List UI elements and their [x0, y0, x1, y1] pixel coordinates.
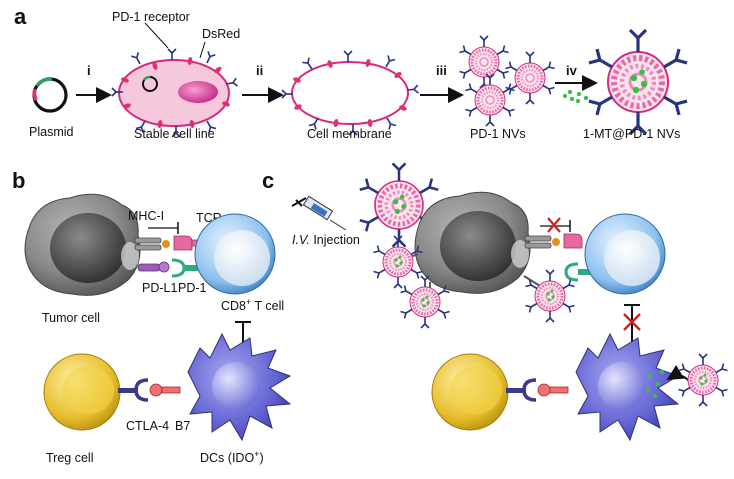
stable-cell-line-label: Stable cell line [134, 127, 215, 141]
uptake-arrow [666, 364, 689, 381]
treg-cell-c [431, 353, 509, 431]
iv-injection-label: I.V. Injection [292, 233, 360, 247]
step-iv-label: iv [566, 63, 578, 78]
pd1-receptor-label: PD-1 receptor [112, 10, 190, 24]
step-iii-label: iii [436, 63, 447, 78]
blocked-inhibition-mark-middle [623, 313, 641, 331]
plasmid-icon [32, 77, 68, 113]
plasmid-label: Plasmid [29, 125, 74, 139]
step-i-label: i [87, 63, 91, 78]
dendritic-cell-c [575, 332, 680, 442]
pd1-nanovesicles [459, 36, 554, 126]
mt-pd1-nanovesicle [589, 30, 687, 134]
treg-cell-label: Treg cell [46, 451, 93, 465]
ctla4-b7-complex-c [506, 378, 569, 402]
treg-cell [43, 353, 121, 431]
cell-membrane [281, 50, 420, 136]
drug-1mt-icon [562, 89, 589, 104]
cell-membrane-label: Cell membrane [307, 127, 392, 141]
mhc-tcr-complex [134, 235, 205, 251]
dc-nucleus [212, 362, 260, 410]
dendritic-cell [187, 332, 292, 442]
pd-l1-label: PD-L1 [142, 281, 177, 295]
tumor-cell-label: Tumor cell [42, 311, 100, 325]
ctla4-b7-complex [118, 378, 181, 402]
dsred-pointer [199, 41, 206, 59]
plasmid-in-cell-icon [142, 75, 158, 92]
blocked-inhibition-mark-top [547, 217, 561, 233]
dsred-label: DsRed [202, 27, 240, 41]
released-drug-dots [645, 369, 665, 399]
step-ii-label: ii [256, 63, 263, 78]
panel-a-label: a [14, 4, 27, 29]
pd-1-label: PD-1 [178, 281, 207, 295]
panel-c-label: c [262, 168, 274, 193]
panel-b-label: b [12, 168, 25, 193]
tumor-cell-c [414, 191, 531, 294]
pdl1-pd1-complex [137, 258, 206, 278]
tumor-nucleus [50, 213, 126, 283]
dcs-ido-label: DCs (IDO+) [200, 449, 264, 465]
mhc-i-label: MHC-I [128, 209, 164, 223]
syringe-icon [291, 195, 347, 231]
b7-label: B7 [175, 419, 190, 433]
tumor-cell [24, 193, 141, 296]
t-cell-nucleus [214, 230, 270, 286]
cd8-t-cell-c [584, 213, 666, 295]
ctla4-label: CTLA-4 [126, 419, 169, 433]
nanovesicle-near-dc [678, 354, 727, 406]
nucleus [178, 81, 218, 103]
pd1-nvs-label: PD-1 NVs [470, 127, 526, 141]
cd8-t-cell-label: CD8+ T cell [221, 297, 284, 313]
stable-cell-line [111, 48, 239, 138]
cd8-t-cell [194, 213, 276, 295]
pd1-receptor-pointer [144, 22, 169, 49]
mhc-tcr-complex-c [524, 233, 583, 249]
mt-pd1-nvs-label: 1-MT@PD-1 NVs [583, 127, 680, 141]
